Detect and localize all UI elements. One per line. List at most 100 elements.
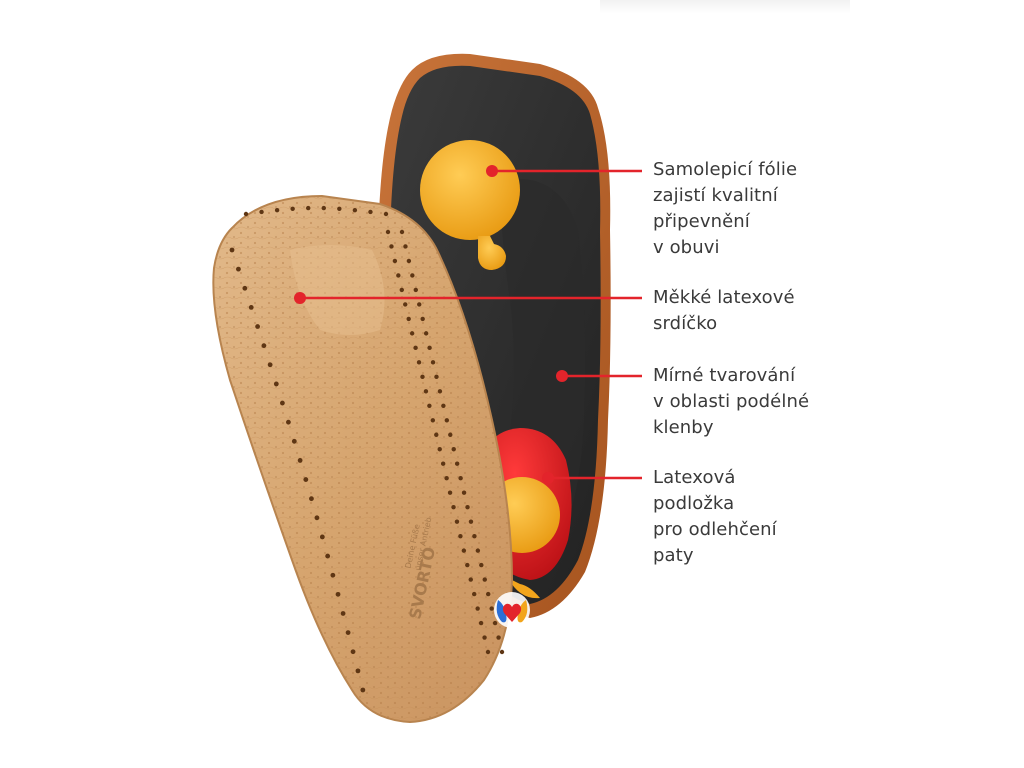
perforation-dot: [441, 403, 446, 408]
perforation-dot: [340, 611, 346, 616]
perforation-dot: [274, 207, 280, 213]
callout-line: pro odlehčení: [653, 519, 777, 540]
perforation-dot: [335, 591, 341, 597]
perforation-dot: [413, 345, 418, 351]
perforation-dot: [309, 496, 314, 502]
perforation-dot: [427, 345, 432, 351]
perforation-dot: [409, 331, 415, 336]
callout-line: Samolepicí fólie: [653, 159, 798, 180]
perforation-dot: [396, 273, 401, 278]
perforation-dot: [319, 534, 325, 540]
perforation-dot: [461, 490, 467, 495]
callout-line: v oblasti podélné: [653, 391, 810, 412]
callout-line: Mírné tvarování: [653, 365, 796, 386]
perforation-dot: [448, 432, 453, 437]
perforation-dot: [243, 211, 249, 217]
perforation-dot: [352, 207, 358, 213]
perforation-dot: [248, 304, 254, 310]
perforation-dot: [392, 258, 398, 264]
callout-line: připevnění: [653, 211, 750, 232]
callout-line: srdíčko: [653, 313, 718, 334]
perforation-dot: [468, 519, 474, 524]
perforation-dot: [360, 687, 366, 693]
adhesive-foil-dot: [420, 140, 520, 240]
perforation-dot: [420, 374, 425, 380]
perforation-dot: [478, 620, 484, 626]
perforation-dot: [434, 374, 439, 380]
perforation-dot: [465, 504, 470, 510]
perforation-dot: [314, 515, 320, 521]
perforation-dot: [413, 287, 418, 293]
perforation-dot: [368, 209, 373, 215]
top-shadow-strip: [600, 0, 850, 14]
perforation-dot: [385, 229, 391, 235]
perforation-dot: [447, 490, 453, 495]
perforation-dot: [465, 562, 470, 568]
perforation-dot: [492, 620, 498, 626]
perforation-dot: [259, 209, 264, 215]
perforation-dot: [458, 476, 463, 481]
heel-yellow-crescent: [508, 578, 540, 599]
perforation-dot: [451, 447, 456, 452]
perforation-dot: [486, 591, 491, 597]
perforation-dot: [430, 360, 436, 365]
perforation-dot: [417, 302, 422, 307]
leader-lines: [294, 165, 642, 484]
callout-line: v obuvi: [653, 237, 720, 258]
perforation-dot: [437, 389, 443, 394]
callout-line: klenby: [653, 417, 714, 438]
perforation-dots: [229, 205, 505, 693]
perforation-dot: [410, 273, 415, 278]
perforation-dot: [306, 205, 311, 211]
perforation-dot: [406, 258, 412, 264]
perforation-dot: [399, 229, 405, 235]
perforation-dot: [434, 432, 439, 437]
perforation-dot: [416, 360, 422, 365]
perforation-dot: [444, 418, 450, 423]
perforation-dot: [472, 533, 477, 539]
perforation-dot: [297, 458, 303, 463]
perforation-dot: [383, 211, 389, 217]
perforation-dot: [454, 461, 460, 466]
perforation-dot: [303, 477, 309, 482]
perforation-dot: [482, 577, 487, 582]
perforation-dot: [440, 461, 446, 466]
perforation-dot: [403, 244, 408, 249]
perforation-dot: [451, 504, 456, 510]
leather-insole-edge: [212, 194, 514, 724]
perforation-dot: [337, 206, 342, 212]
perforation-dot: [458, 533, 463, 539]
perforation-dot: [420, 316, 425, 322]
perforation-dot: [242, 285, 248, 291]
perforation-dot: [345, 630, 351, 636]
perforation-dot: [325, 553, 331, 559]
perforation-dot: [454, 519, 460, 524]
callout-line: podložka: [653, 493, 735, 514]
callout-line: zajistí kvalitní: [653, 185, 778, 206]
perforation-dot: [330, 572, 336, 578]
callout-line: Latexová: [653, 467, 736, 488]
perforation-dot: [406, 316, 411, 322]
perforation-dot: [273, 381, 279, 387]
perforation-dot: [499, 649, 505, 655]
perforation-dot: [496, 635, 501, 640]
perforation-dot: [482, 635, 487, 640]
perforation-dot: [399, 287, 404, 293]
perforation-dot: [290, 206, 295, 212]
adhesive-foil-tab: [478, 236, 506, 270]
perforation-dot: [472, 591, 477, 597]
perforation-dot: [350, 649, 356, 655]
perforation-dot: [261, 343, 267, 349]
perforation-dot: [475, 606, 480, 611]
perforation-dot: [255, 324, 260, 329]
perforation-dot: [437, 447, 442, 452]
callout-arch-shaping: Mírné tvarování v oblasti podélné klenby: [653, 363, 809, 441]
perforation-dot: [475, 548, 481, 553]
perforation-dot: [427, 403, 432, 408]
leather-insole: SVORTO Deine Füße unser Antrieb: [212, 194, 514, 724]
perforation-dot: [430, 418, 436, 423]
perforation-dot: [321, 205, 326, 211]
callout-heel-pad: Latexová podložka pro odlehčení paty: [653, 465, 777, 569]
